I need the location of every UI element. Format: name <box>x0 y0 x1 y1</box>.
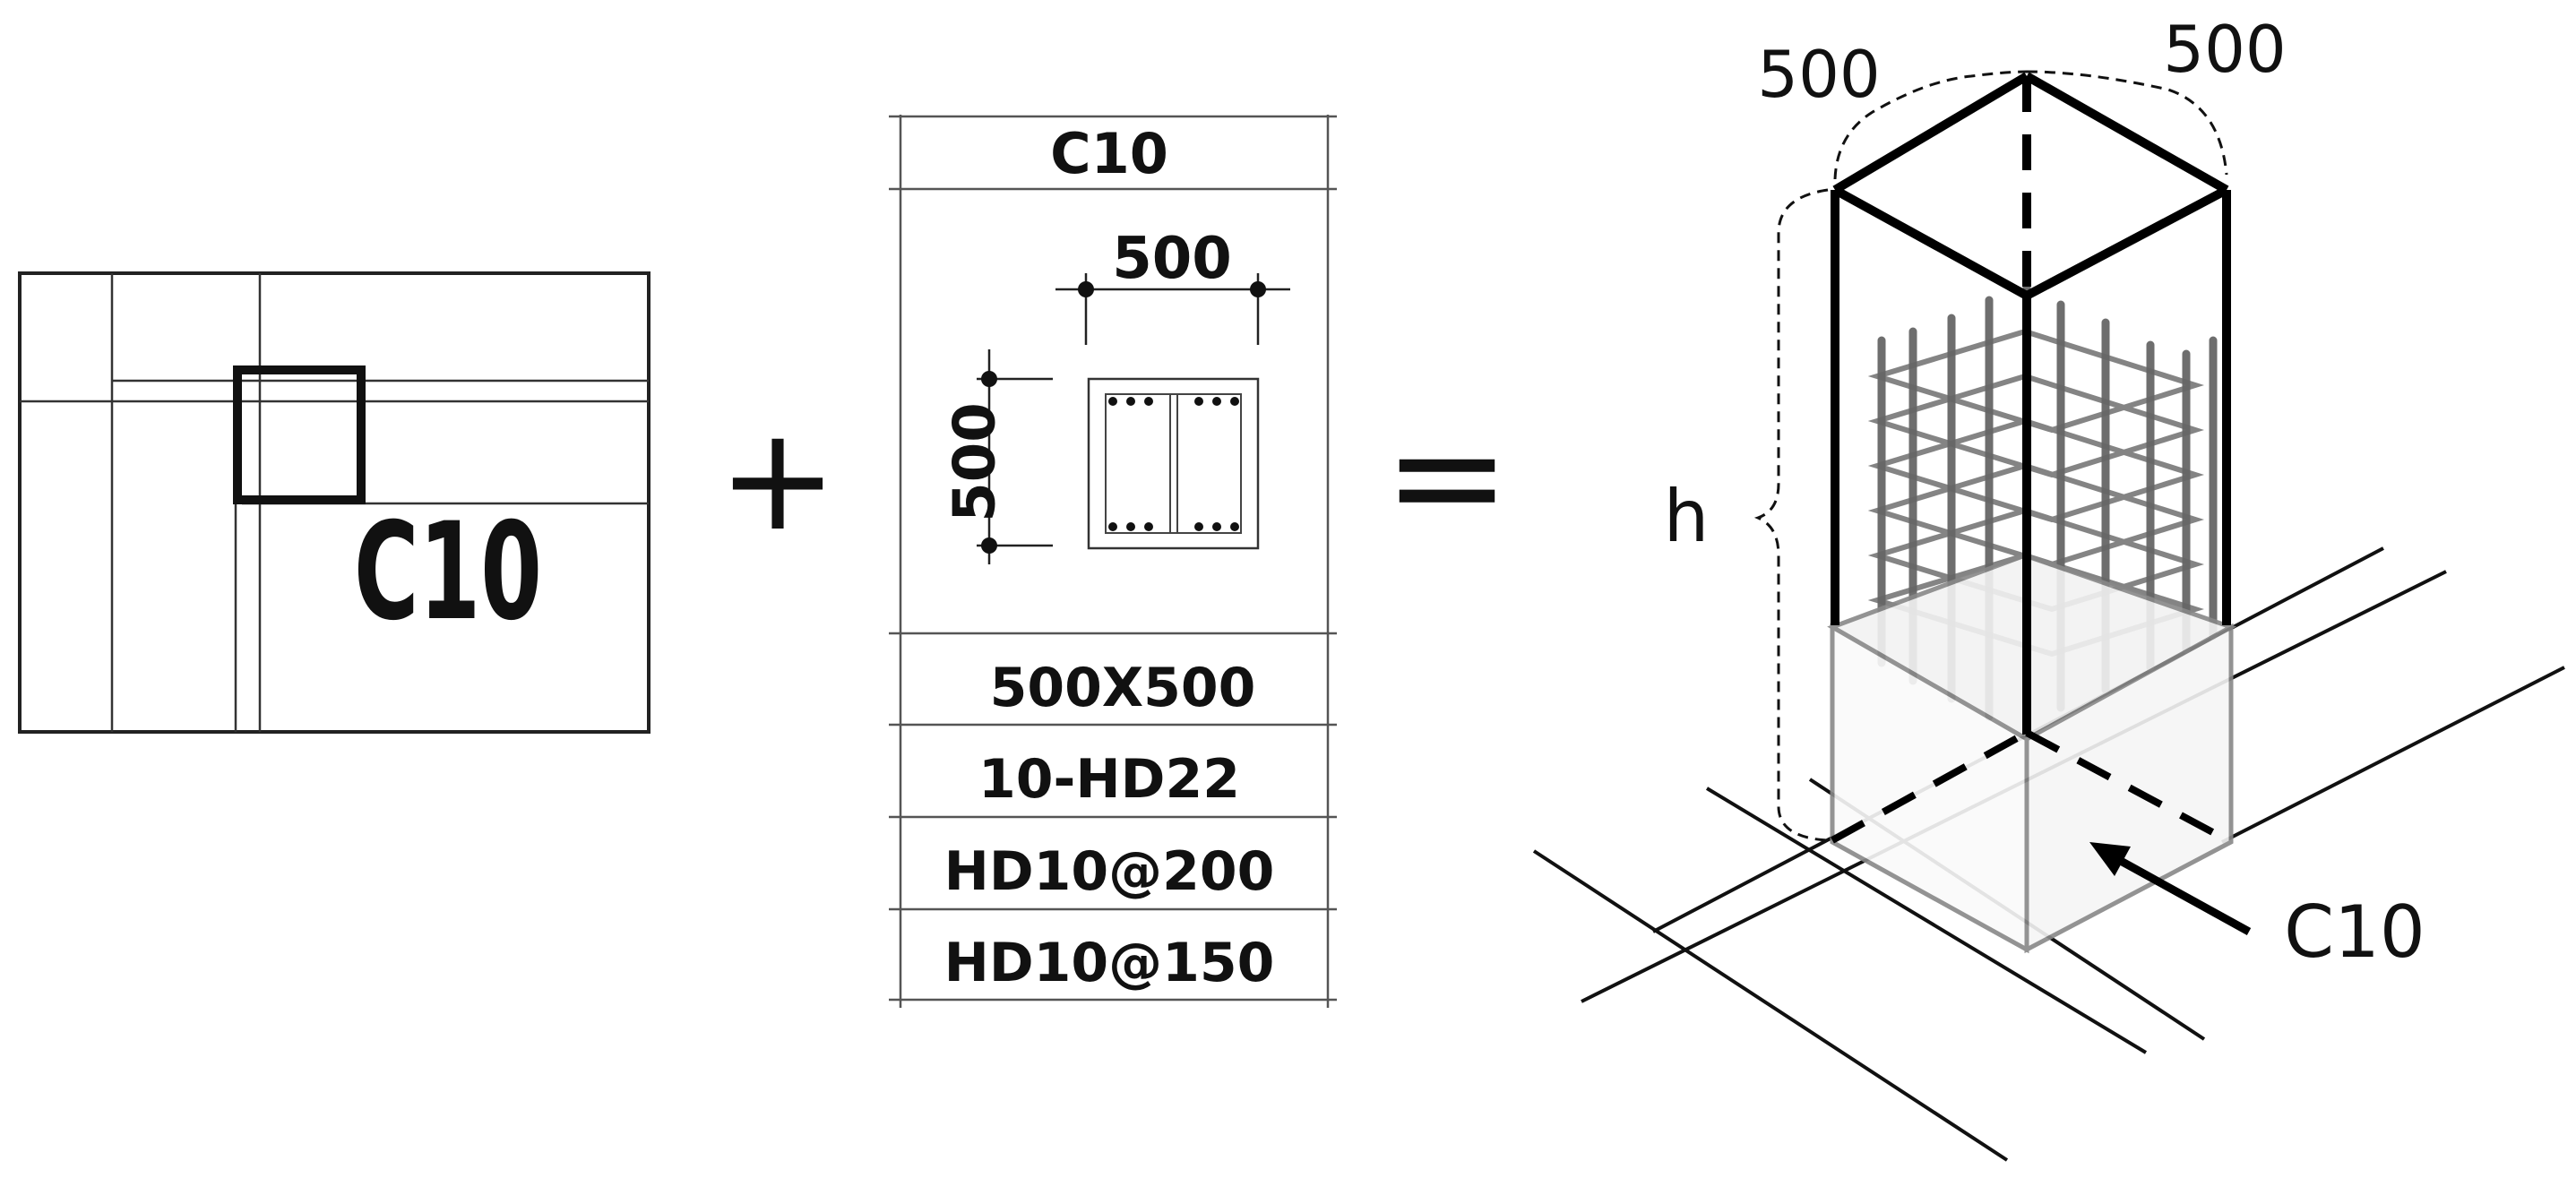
isometric-column-view: 500 500 h C10 <box>1532 12 2565 1162</box>
concrete-block <box>1827 553 2237 954</box>
dim-dot <box>1078 281 1094 297</box>
schedule-row-tie-spacing-end: HD10@200 <box>944 840 1275 903</box>
column-schedule-table: C10 500 500 <box>889 115 1337 1008</box>
plan-column-square <box>233 365 366 504</box>
dim-dot <box>981 537 997 554</box>
iso-dim-right: 500 <box>2163 12 2286 87</box>
schedule-column-name: C10 <box>1050 121 1168 186</box>
pointer-arrow-shaft <box>2116 856 2252 935</box>
section-outline <box>1087 377 1260 550</box>
iso-pointer-label: C10 <box>2284 890 2425 974</box>
svg-text:=: = <box>1383 388 1511 565</box>
column-outline <box>1831 72 2231 735</box>
hidden-edges-base <box>1831 729 2233 846</box>
floor-plan-view: C10 <box>18 271 650 734</box>
tie-outline <box>1105 393 1242 534</box>
dim-dot <box>981 371 997 387</box>
plus-sign: + <box>718 395 838 563</box>
schedule-rows: 500X500 10-HD22 HD10@200 HD10@150 <box>944 657 1275 994</box>
iso-dim-left: 500 <box>1757 37 1880 112</box>
section-height-dimension: 500 <box>943 402 1009 522</box>
schedule-row-tie-spacing-mid: HD10@150 <box>944 932 1275 994</box>
top-right-dim-brace <box>2026 70 2228 176</box>
rebar-dots <box>1108 397 1239 531</box>
section-width-dimension: 500 <box>1112 226 1232 292</box>
pointer-arrow-head <box>2089 842 2131 876</box>
schedule-row-main-bars: 10-HD22 <box>978 748 1240 811</box>
schedule-row-size: 500X500 <box>990 657 1256 719</box>
plan-column-label: C10 <box>354 494 542 650</box>
top-left-dim-brace <box>1833 70 2028 180</box>
iso-height-label: h <box>1664 475 1710 558</box>
height-dim-brace <box>1753 188 1829 842</box>
column-section-sketch: 500 500 <box>943 226 1290 564</box>
equals-sign: = <box>1383 388 1511 565</box>
dim-dot <box>1250 281 1266 297</box>
